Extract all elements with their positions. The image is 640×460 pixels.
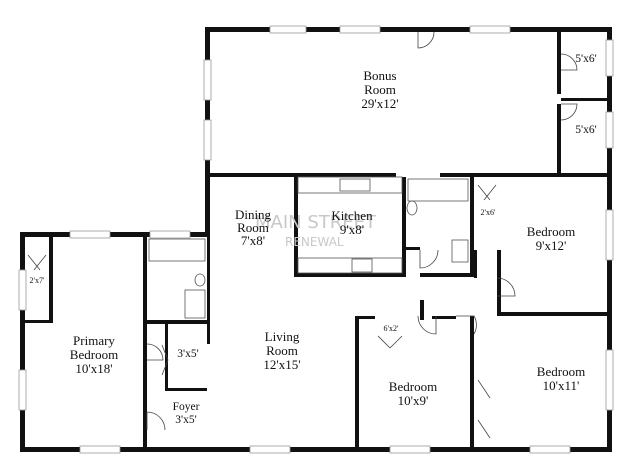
primary-bedroom-name-1: Primary	[73, 333, 115, 348]
doors	[27, 31, 578, 439]
door-bedroom-se	[456, 315, 477, 335]
bedroom-mid-size: 10'x9'	[398, 393, 429, 408]
door-bath	[419, 249, 439, 269]
door-closet-primary	[27, 254, 47, 271]
closet-mid-size: 6'x2'	[384, 324, 399, 333]
bonus-room-name-1: Bonus	[363, 68, 396, 83]
living-room-name-2: Room	[266, 343, 298, 358]
living-room-size: 12'x15'	[263, 357, 300, 372]
fixtures	[148, 176, 469, 319]
door-closet-ne	[477, 184, 497, 201]
kitchen-stove	[351, 258, 373, 273]
foyer-name: Foyer	[173, 401, 200, 413]
kitchen-size: 9'x8'	[340, 222, 364, 237]
door-closet-se	[477, 379, 491, 439]
watermark-line1: MAIN STREET	[255, 212, 377, 233]
watermark: MAIN STREET RENEWAL	[255, 212, 377, 249]
bedroom-ne-name: Bedroom	[527, 224, 575, 239]
door-bonus-closet-b	[560, 103, 578, 121]
closet-primary-size: 2'x7'	[30, 276, 45, 285]
bedroom-se-name: Bedroom	[537, 364, 585, 379]
dining-room-size: 7'x8'	[241, 233, 265, 248]
toilet-west	[194, 273, 206, 287]
bonus-room-name-2: Room	[364, 82, 396, 97]
windows	[18, 25, 614, 454]
vanity-kitchen-side	[451, 239, 469, 263]
closet-b-size: 5'x6'	[575, 124, 596, 136]
closet-a-size: 5'x6'	[575, 53, 596, 65]
bonus-room-size: 29'x12'	[361, 96, 398, 111]
door-primary	[146, 343, 164, 361]
door-closet-mid	[377, 335, 403, 349]
dining-room-name-1: Dining	[235, 207, 272, 222]
bedroom-mid-name: Bedroom	[389, 379, 437, 394]
bedroom-se-size: 10'x11'	[543, 378, 580, 393]
foyer-size: 3'x5'	[175, 414, 196, 426]
watermark-line2: RENEWAL	[285, 235, 344, 249]
kitchen-sink	[339, 178, 371, 192]
door-bedroom-mid	[417, 315, 437, 335]
primary-bedroom-name-2: Bedroom	[70, 347, 118, 362]
bathtub-kitchen-side	[407, 178, 469, 202]
door-foyer-exterior	[146, 411, 166, 431]
bathtub-west	[148, 238, 206, 262]
kitchen-name: Kitchen	[331, 208, 373, 223]
kitchen-counter-top	[297, 176, 403, 194]
vanity-west	[184, 289, 206, 319]
primary-bedroom-size: 10'x18'	[75, 361, 112, 376]
closet-ne-size: 2'x6'	[481, 208, 496, 217]
door-bonus-exterior	[417, 31, 435, 49]
kitchen-counter-bottom	[297, 257, 403, 274]
dining-room-name-2: Room	[237, 220, 269, 235]
closet-hall-size: 3'x5'	[177, 348, 198, 360]
door-bedroom-ne	[496, 277, 516, 297]
door-bonus-closet-a	[560, 53, 578, 71]
door-closet-hall	[161, 344, 169, 376]
bedroom-ne-size: 9'x12'	[536, 238, 567, 253]
toilet-kitchen-side	[406, 200, 418, 216]
living-room-name-1: Living	[265, 329, 300, 344]
room-labels: Bonus Room 29'x12' 5'x6' 5'x6' Dining Ro…	[30, 53, 597, 426]
